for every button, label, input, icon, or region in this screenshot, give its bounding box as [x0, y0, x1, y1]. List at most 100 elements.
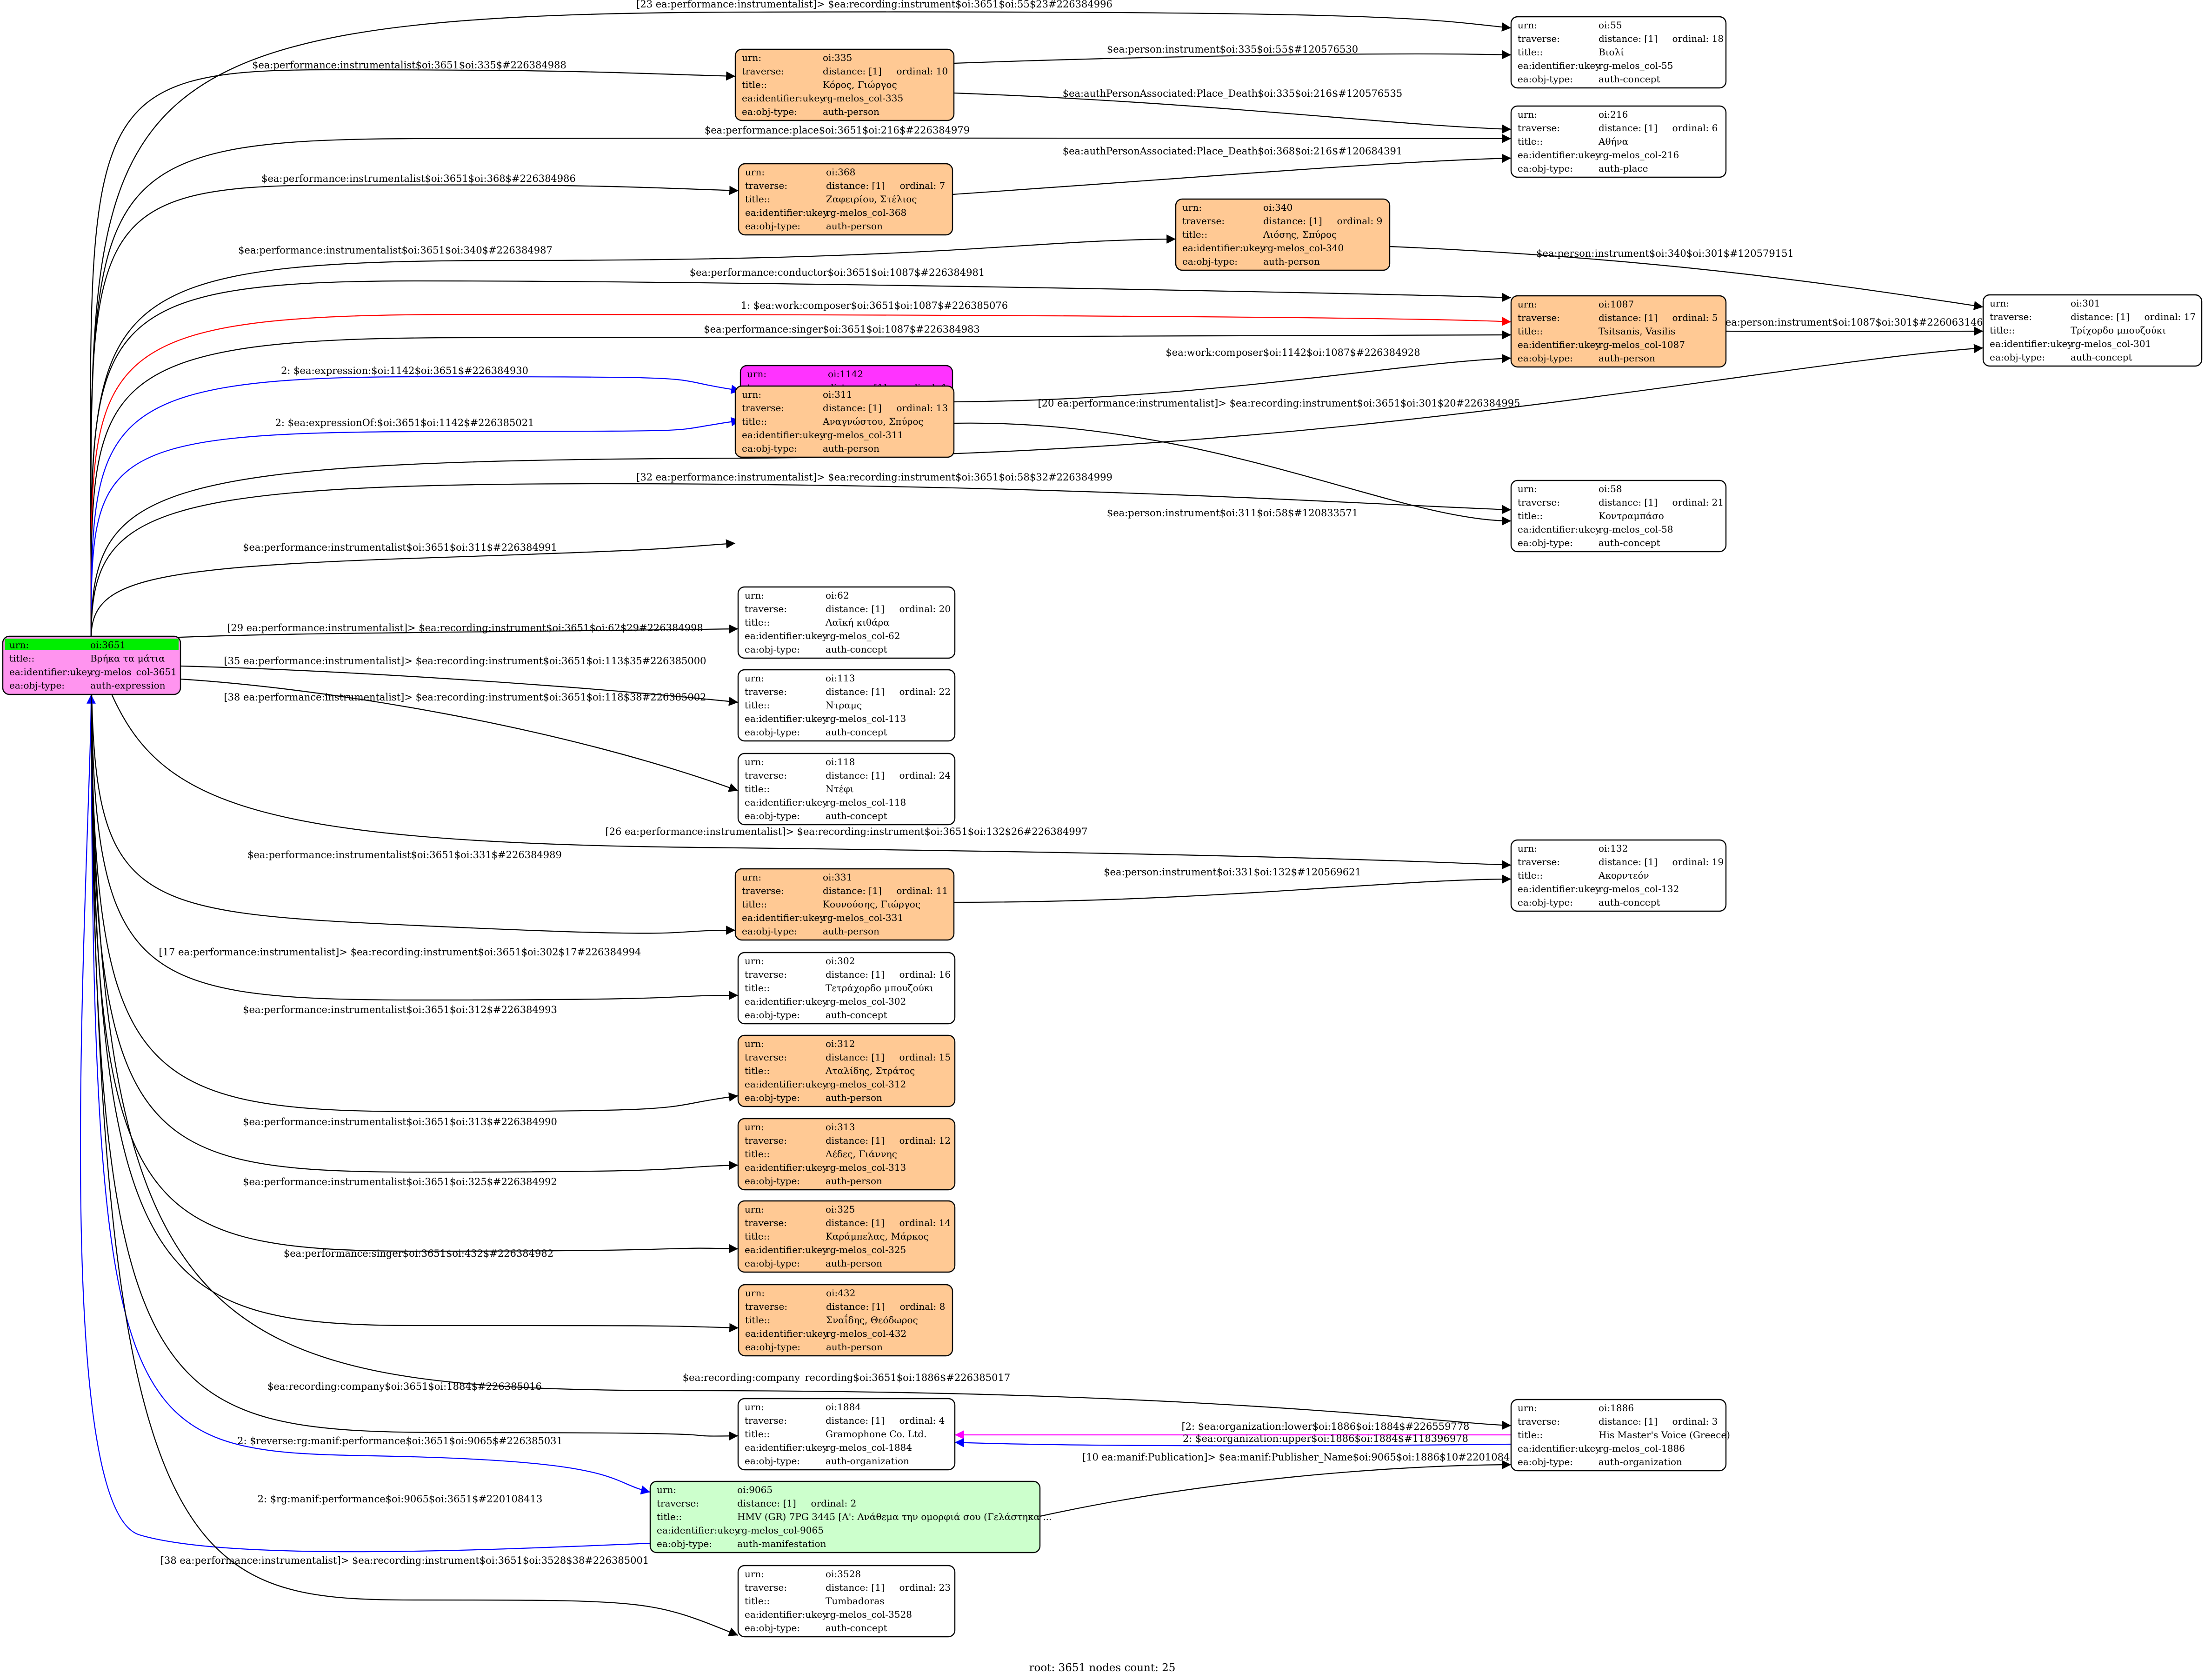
edge-label: [32 ea:performance:instrumentalist]> $ea…	[636, 472, 1112, 483]
node-field-value: oi:325	[826, 1204, 855, 1215]
node-field-value: oi:3651	[90, 640, 126, 651]
node-box[interactable]	[737, 753, 956, 826]
node-field-value: distance: [1] ordinal: 10	[823, 66, 948, 77]
node-field-value: Τετράχορδο μπουζούκι	[826, 982, 933, 993]
node-box[interactable]	[1510, 295, 1727, 368]
node-box[interactable]	[734, 48, 955, 121]
edge-line	[90, 638, 1512, 1430]
node-field-value: rg-melos_col-368	[826, 207, 906, 218]
node-field-value: Gramophone Co. Ltd.	[826, 1428, 926, 1440]
node-field-key: urn:	[745, 167, 765, 178]
node-field-value: rg-melos_col-331	[823, 912, 903, 923]
edge-label: [35 ea:performance:instrumentalist]> $ea…	[224, 655, 706, 667]
node-field-key: title::	[1182, 229, 1207, 240]
node-box[interactable]	[737, 1034, 956, 1107]
edge-line	[90, 313, 1512, 639]
node-field-key: ea:identifier:ukey	[745, 713, 828, 724]
node-field-key: traverse:	[657, 1498, 699, 1509]
node-box[interactable]	[2, 635, 181, 695]
node-box[interactable]	[737, 1200, 956, 1273]
node-field-value: distance: [1] ordinal: 8	[826, 1301, 945, 1312]
node-field-key: urn:	[745, 955, 764, 967]
node-field-value: oi:3528	[826, 1568, 861, 1580]
node-box[interactable]	[737, 1565, 956, 1638]
node-box[interactable]	[649, 1480, 1041, 1553]
node-field-key: ea:obj-type:	[9, 680, 65, 691]
edge-label: $ea:performance:singer$oi:3651$oi:432$#2…	[284, 1248, 553, 1259]
node-field-value: Βιολί	[1599, 47, 1624, 58]
node-field-key: ea:obj-type:	[1518, 73, 1573, 85]
node-field-value: distance: [1] ordinal: 17	[2071, 311, 2196, 322]
node-field-value: oi:312	[826, 1038, 855, 1049]
node-field-key: ea:identifier:ukey	[745, 1442, 828, 1453]
node-box[interactable]	[1175, 198, 1391, 271]
node-box[interactable]	[737, 669, 956, 742]
node-field-value: oi:1087	[1599, 299, 1634, 310]
node-box[interactable]	[1510, 105, 1727, 178]
node-field-value: auth-concept	[826, 810, 887, 821]
edge-line	[954, 1438, 1512, 1447]
node-box[interactable]	[737, 952, 956, 1025]
node-box[interactable]	[737, 586, 956, 659]
node-box[interactable]	[734, 868, 955, 941]
node-box[interactable]	[737, 1118, 956, 1191]
edge-line	[90, 638, 739, 1253]
node-box[interactable]	[738, 1284, 953, 1357]
node-box[interactable]	[737, 1398, 956, 1471]
node-box[interactable]	[734, 385, 955, 458]
node-field-value: Βρήκα τα μάτια	[90, 653, 165, 664]
node-field-value: auth-person	[823, 106, 879, 117]
edge-line	[90, 280, 1512, 639]
node-field-key: ea:obj-type:	[657, 1538, 712, 1549]
node-box[interactable]	[1510, 480, 1727, 553]
node-field-value: oi:432	[826, 1287, 855, 1299]
edge-line	[90, 134, 1512, 639]
node-box[interactable]	[1510, 16, 1727, 89]
edge-label: 2: $rg:manif:performance$oi:9065$oi:3651…	[258, 1493, 543, 1505]
node-field-value: HMV (GR) 7PG 3445 [A': Ανάθεμα την ομορφ…	[737, 1511, 1052, 1522]
edge-line	[90, 483, 1512, 639]
edge-label: 2: $ea:organization:upper$oi:1886$oi:188…	[1183, 1433, 1468, 1444]
node-field-key: ea:identifier:ukey	[745, 996, 828, 1007]
node-field-value: distance: [1] ordinal: 3	[1599, 1416, 1718, 1427]
node-box[interactable]	[1982, 294, 2203, 367]
node-field-key: urn:	[742, 389, 761, 400]
node-field-value: rg-melos_col-301	[2071, 338, 2151, 349]
edge-line	[90, 638, 739, 1441]
node-box[interactable]	[1510, 839, 1727, 912]
node-field-key: ea:identifier:ukey	[1518, 149, 1601, 160]
node-field-value: Ντέφι	[826, 783, 854, 794]
node-field-value: oi:118	[826, 756, 855, 767]
node-field-key: urn:	[745, 1568, 764, 1580]
node-field-value: oi:313	[826, 1121, 855, 1133]
node-field-value: Αθήνα	[1598, 136, 1628, 147]
node-box[interactable]	[738, 163, 953, 236]
node-box[interactable]	[1510, 1399, 1727, 1472]
node-field-key: ea:identifier:ukey	[742, 912, 825, 923]
edge-line	[952, 353, 1512, 403]
